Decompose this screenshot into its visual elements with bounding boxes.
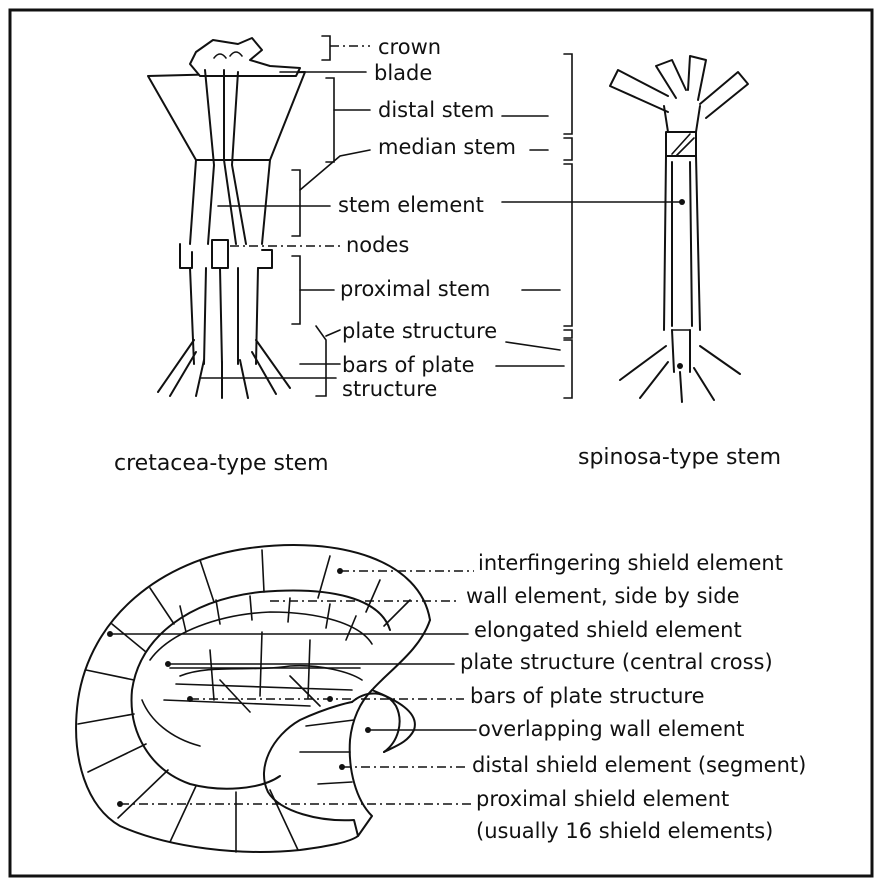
label-crown: crown xyxy=(378,35,441,59)
cretacea-stem-drawing xyxy=(148,38,305,398)
ring-labels: interfingering shield element wall eleme… xyxy=(460,551,806,843)
label-shield-count: (usually 16 shield elements) xyxy=(476,819,773,843)
label-distal-stem: distal stem xyxy=(378,98,494,122)
label-blade: blade xyxy=(374,61,432,85)
cretacea-labels: crown blade distal stem median stem stem… xyxy=(338,35,516,401)
label-plate-structure: plate structure xyxy=(342,319,497,343)
label-proximal-shield: proximal shield element xyxy=(476,787,729,811)
label-bars-line1: bars of plate xyxy=(342,353,475,377)
label-interfingering-shield: interfingering shield element xyxy=(478,551,783,575)
caption-spinosa: spinosa-type stem xyxy=(578,445,781,470)
label-plate-structure-cross: plate structure (central cross) xyxy=(460,650,773,674)
label-bars-line2: structure xyxy=(342,377,437,401)
label-proximal-stem: proximal stem xyxy=(340,277,490,301)
label-elongated-shield: elongated shield element xyxy=(474,618,742,642)
label-median-stem: median stem xyxy=(378,135,516,159)
label-stem-element: stem element xyxy=(338,193,484,217)
label-nodes: nodes xyxy=(346,233,409,257)
spinosa-stem-drawing xyxy=(496,54,748,402)
caption-cretacea: cretacea-type stem xyxy=(114,451,329,476)
label-bars-plate-structure: bars of plate structure xyxy=(470,684,705,708)
label-distal-shield: distal shield element (segment) xyxy=(472,753,806,777)
label-wall-element: wall element, side by side xyxy=(466,584,740,608)
label-overlapping-wall: overlapping wall element xyxy=(478,717,744,741)
